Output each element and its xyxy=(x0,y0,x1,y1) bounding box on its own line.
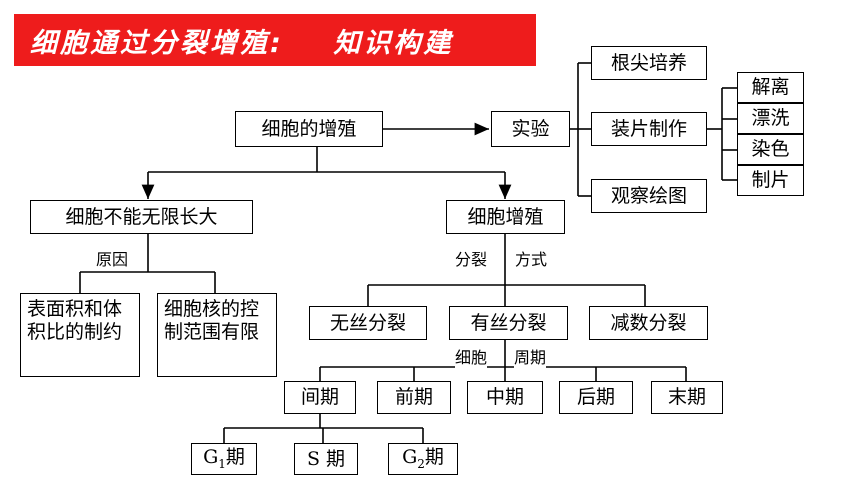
node-phase-interphase-label: 间期 xyxy=(300,386,339,409)
node-g1-phase: G1期 xyxy=(191,443,257,475)
node-reason-nucleus-control-label: 细胞核的控制范围有限 xyxy=(164,298,260,343)
node-experiment-label: 实验 xyxy=(511,117,550,140)
g1-suffix: 期 xyxy=(225,446,245,469)
node-observe-draw: 观察绘图 xyxy=(591,179,707,213)
node-amitosis-label: 无丝分裂 xyxy=(329,311,406,334)
node-step-rinse-label: 漂洗 xyxy=(751,107,790,130)
node-g2-label: G2期 xyxy=(402,446,444,471)
node-phase-anaphase: 后期 xyxy=(559,381,633,414)
node-cell-proliferation-label: 细胞增殖 xyxy=(467,205,544,228)
node-phase-interphase: 间期 xyxy=(284,381,356,414)
label-division-right: 方式 xyxy=(515,246,548,270)
node-step-mount: 制片 xyxy=(737,165,804,196)
node-root: 细胞的增殖 xyxy=(235,111,383,147)
g1-main: G xyxy=(203,446,219,469)
node-cell-proliferation: 细胞增殖 xyxy=(446,200,565,234)
node-step-stain: 染色 xyxy=(737,134,804,165)
node-reason-nucleus-control: 细胞核的控制范围有限 xyxy=(157,293,277,377)
node-step-dissociation: 解离 xyxy=(737,72,804,103)
node-s-phase: S 期 xyxy=(294,443,358,475)
node-reason-surface-volume-label: 表面积和体积比的制约 xyxy=(27,298,123,343)
g1-subscript: 1 xyxy=(218,457,226,472)
node-s-label: S 期 xyxy=(306,447,346,470)
node-meiosis: 减数分裂 xyxy=(589,306,708,340)
node-mitosis-label: 有丝分裂 xyxy=(470,311,547,334)
node-g1-label: G1期 xyxy=(203,446,245,471)
node-root-culture-label: 根尖培养 xyxy=(610,51,687,74)
node-root-label: 细胞的增殖 xyxy=(261,117,357,140)
node-step-mount-label: 制片 xyxy=(751,169,790,192)
node-observe-draw-label: 观察绘图 xyxy=(610,184,687,207)
node-step-stain-label: 染色 xyxy=(751,138,790,161)
node-g2-phase: G2期 xyxy=(388,443,458,475)
node-not-unlimited-growth: 细胞不能无限长大 xyxy=(30,200,253,234)
node-phase-metaphase-label: 中期 xyxy=(485,386,524,409)
node-experiment: 实验 xyxy=(491,111,570,147)
g2-suffix: 期 xyxy=(424,446,444,469)
node-step-rinse: 漂洗 xyxy=(737,103,804,134)
node-amitosis: 无丝分裂 xyxy=(309,306,427,340)
node-step-dissociation-label: 解离 xyxy=(751,76,790,99)
label-reason: 原因 xyxy=(96,246,129,270)
node-slide-preparation: 装片制作 xyxy=(591,112,707,146)
banner-title: 细胞通过分裂增殖: 知识构建 xyxy=(30,27,454,59)
node-reason-surface-volume: 表面积和体积比的制约 xyxy=(20,293,140,377)
node-phase-metaphase: 中期 xyxy=(467,381,543,414)
node-root-culture: 根尖培养 xyxy=(591,46,707,80)
node-phase-telophase: 末期 xyxy=(651,381,723,414)
node-mitosis: 有丝分裂 xyxy=(449,306,568,340)
node-phase-prophase-label: 前期 xyxy=(394,386,433,409)
node-phase-anaphase-label: 后期 xyxy=(576,386,615,409)
node-slide-preparation-label: 装片制作 xyxy=(610,117,687,140)
label-cycle-right: 周期 xyxy=(514,344,547,368)
g2-main: G xyxy=(402,446,418,469)
title-banner: 细胞通过分裂增殖: 知识构建 xyxy=(14,14,536,66)
node-phase-telophase-label: 末期 xyxy=(667,386,706,409)
node-meiosis-label: 减数分裂 xyxy=(610,311,687,334)
label-cycle-left: 细胞 xyxy=(455,344,488,368)
label-division-left: 分裂 xyxy=(455,246,488,270)
g2-subscript: 2 xyxy=(417,457,425,472)
node-not-unlimited-growth-label: 细胞不能无限长大 xyxy=(65,205,218,228)
node-phase-prophase: 前期 xyxy=(377,381,451,414)
